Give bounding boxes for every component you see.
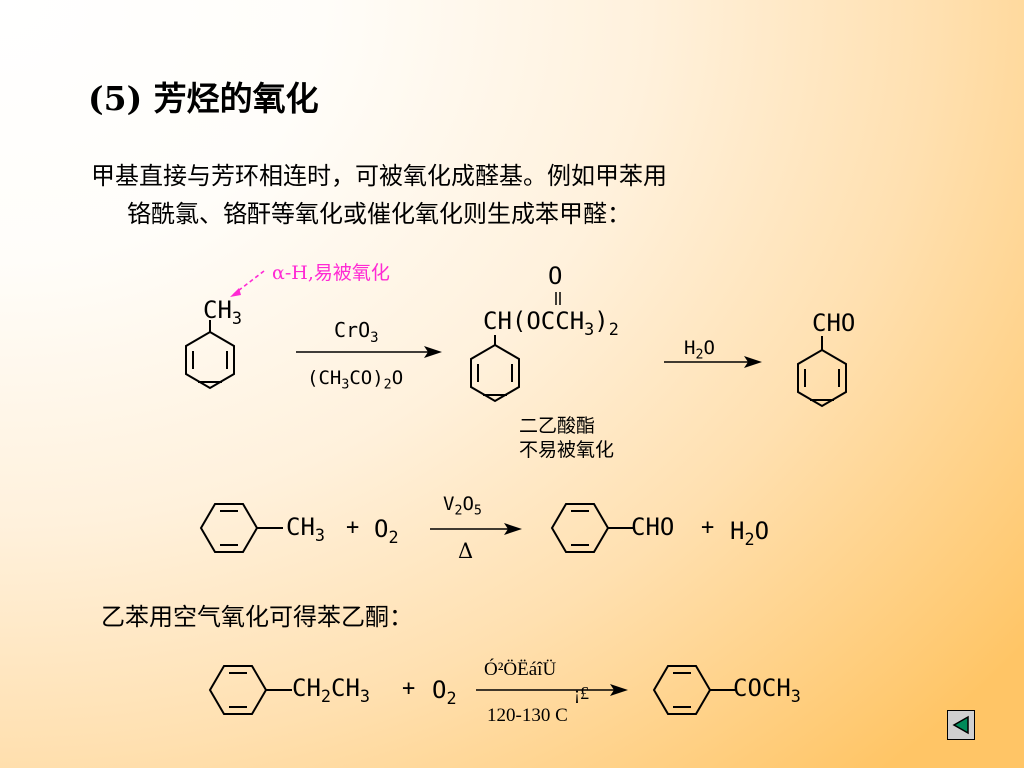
benzene-ring-icon — [797, 336, 847, 408]
alpha-h-annotation: α-H,易被氧化 — [272, 262, 390, 284]
ethyl-group-label: CH2CH3 — [292, 674, 371, 706]
toluene-methyl-label: CH3 — [286, 513, 326, 545]
benzene-ring-icon — [652, 665, 736, 715]
ethylbenzene-intro: 乙苯用空气氧化可得苯乙酮： — [101, 603, 413, 631]
water-product: H2O — [730, 517, 770, 549]
triangle-left-icon — [952, 715, 969, 735]
benzene-ring-icon — [470, 335, 520, 403]
oxygen-reagent: O2 — [374, 515, 399, 547]
acetophenone-label: COCH3 — [733, 674, 801, 706]
diacetate-formula: CH(OCCH3)2 — [483, 307, 619, 339]
reaction-arrow-icon — [296, 346, 442, 358]
temperature-condition: 120-130 C — [487, 705, 568, 726]
reaction-arrow-icon — [476, 684, 628, 696]
plus-sign: + — [346, 515, 360, 540]
catalyst-v2o5: V2O5 — [443, 493, 482, 519]
garbled-mark: ¡£ — [574, 683, 589, 703]
oxygen-reagent: O2 — [432, 676, 457, 708]
reagent-acetic-anhydride: (CH3CO)2O — [307, 367, 404, 393]
diacetate-note-1: 二乙酸酯 — [519, 415, 596, 437]
reaction-arrow-icon — [664, 356, 762, 368]
intro-line-1: 甲基直接与芳环相连时，可被氧化成醛基。例如甲苯用 — [91, 162, 667, 190]
reagent-water: H2O — [684, 337, 715, 363]
diacetate-note-2: 不易被氧化 — [519, 439, 615, 461]
intro-line-2: 铬酰氯、铬酐等氧化或催化氧化则生成苯甲醛： — [127, 200, 631, 228]
annotation-arrow-icon — [230, 270, 265, 297]
benzene-ring-icon — [199, 503, 283, 553]
benzaldehyde-cho-label: CHO — [631, 513, 675, 541]
reagent-cro3: CrO3 — [334, 318, 379, 346]
plus-sign: + — [402, 676, 416, 701]
benzaldehyde-cho-label: CHO — [812, 309, 856, 337]
catalyst-garbled-label: Ó²Ö­ËáîÜ — [484, 659, 557, 680]
toluene-methyl-label: CH3 — [203, 296, 243, 328]
carbonyl-oxygen-label: O — [548, 262, 563, 290]
benzene-ring-icon — [208, 665, 292, 715]
previous-slide-button[interactable] — [947, 710, 975, 740]
benzene-ring-icon — [185, 320, 235, 390]
heat-symbol: Δ — [458, 539, 474, 563]
reaction-arrow-icon — [430, 523, 522, 535]
page-title: (5) 芳烃的氧化 — [88, 79, 319, 118]
double-bond-icon — [555, 292, 561, 305]
benzene-ring-icon — [550, 503, 634, 553]
plus-sign: + — [701, 515, 715, 540]
